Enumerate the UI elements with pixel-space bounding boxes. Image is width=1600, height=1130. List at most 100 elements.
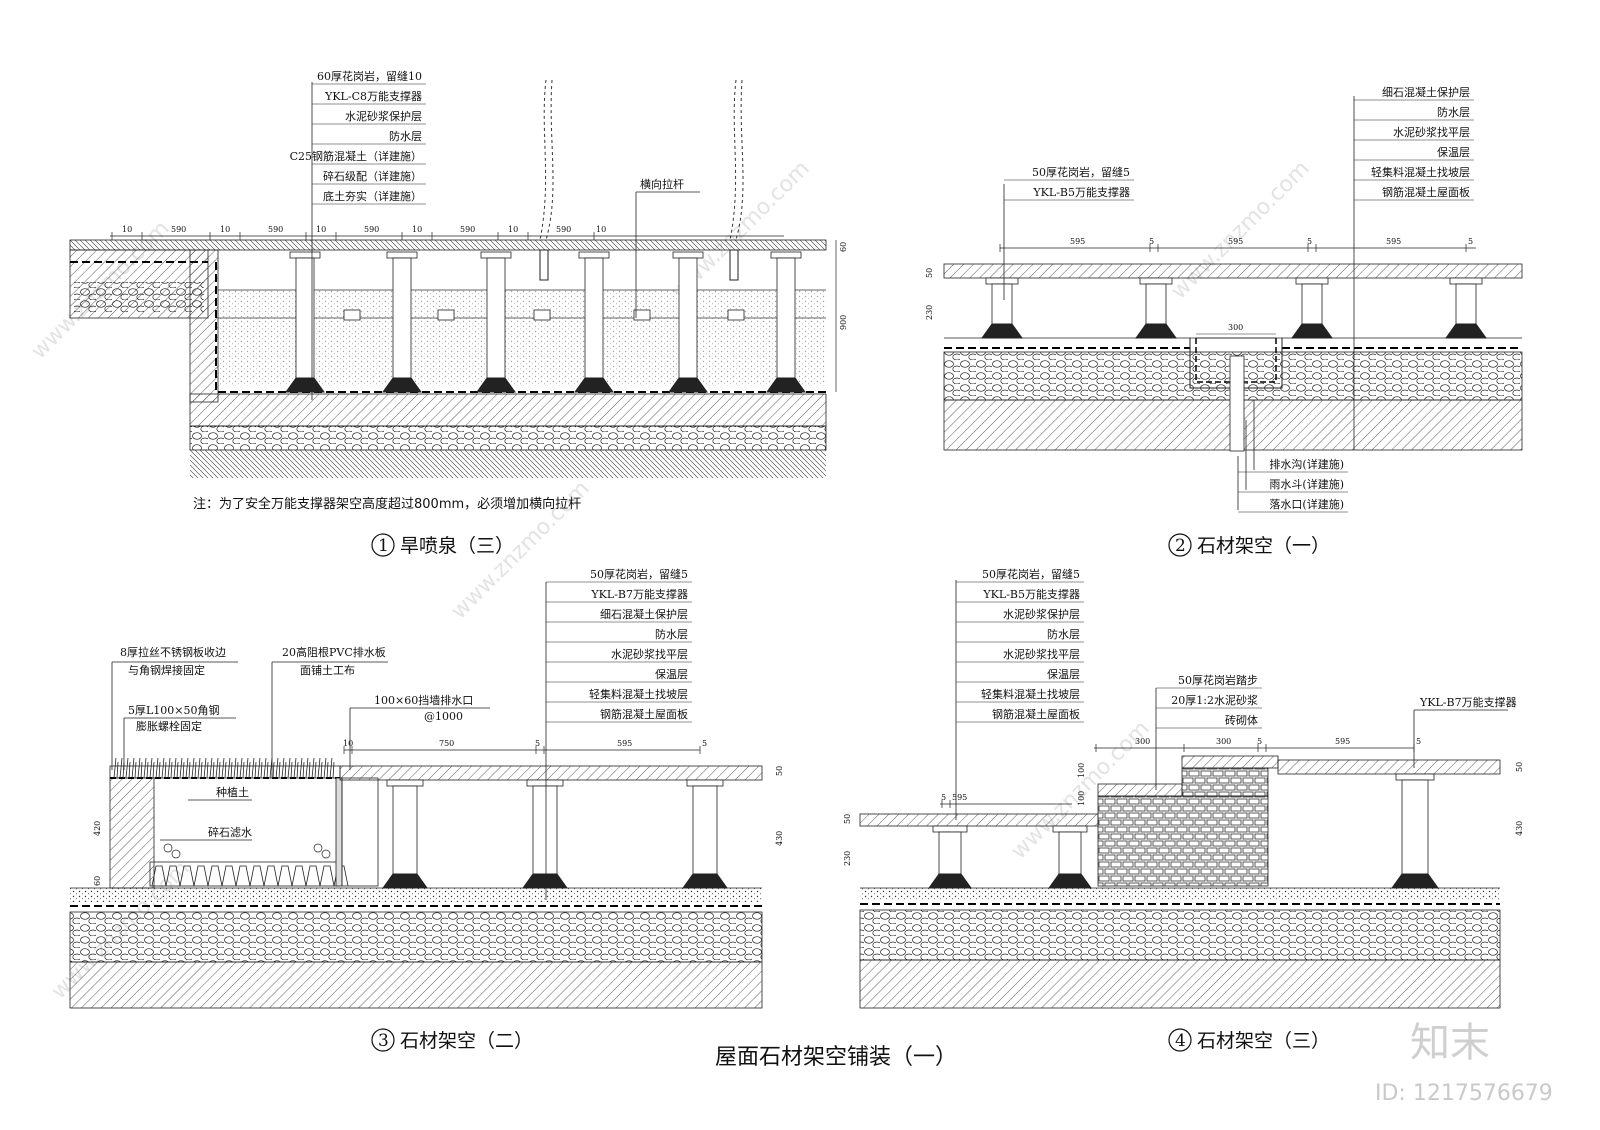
layer-label: 防水层: [1047, 627, 1080, 641]
detail-caption: 石材架空（二）: [400, 1030, 533, 1052]
dimension-label: 595: [952, 793, 967, 802]
layer-label: 排水沟(详建施): [1269, 457, 1344, 471]
rod-label: 横向拉杆: [640, 177, 684, 191]
pedestal-support: [682, 779, 728, 889]
dimension-label: 590: [460, 225, 475, 234]
layer-label: 钢筋混凝土屋面板: [600, 707, 688, 721]
layer-label: 水泥砂浆找平层: [611, 647, 688, 661]
pedestal-support: [1048, 825, 1092, 889]
layer-label: 水泥砂浆保护层: [345, 109, 422, 123]
dimension-label: 590: [171, 225, 186, 234]
height-dim: 230: [843, 851, 852, 866]
tie-rod-clamp: [727, 309, 745, 321]
height-dim: 100: [1077, 791, 1086, 806]
support-label: YKL-B7万能支撑器: [1419, 695, 1517, 709]
pedestal-support: [928, 825, 972, 889]
layer-label: 50厚花岗岩，留缝5: [1032, 165, 1130, 179]
detail-number: 1: [378, 536, 389, 556]
layer-label: 钢筋混凝土屋面板: [992, 707, 1080, 721]
dimension-label: 10: [508, 225, 518, 234]
layer-label: 细石混凝土保护层: [600, 607, 688, 621]
dimension-label: 10: [316, 225, 326, 234]
pedestal-support: [574, 251, 614, 393]
height-dim: 50: [843, 814, 852, 824]
pedestal-support: [1291, 277, 1333, 339]
dimension-label: 5: [702, 739, 707, 748]
pedestal-support: [1135, 277, 1177, 339]
brand-logo: 知末: [1410, 1020, 1490, 1066]
layer-label: 50厚花岗岩，留缝5: [982, 567, 1080, 581]
edge-label: 8厚拉丝不锈钢板收边: [120, 645, 226, 659]
pedestal-support: [668, 251, 708, 393]
dimension-label: 5: [941, 793, 946, 802]
detail-number-circle: [1168, 1028, 1192, 1052]
layer-label: 保温层: [1047, 667, 1080, 681]
height-dim: 60: [839, 242, 848, 252]
pedestal-support: [1445, 277, 1487, 339]
dimension-label: 595: [1070, 237, 1085, 246]
detail-1-note: 注：为了安全万能支撑器架空高度超过800mm，必须增加横向拉杆: [193, 496, 581, 512]
dimension-label: 10: [122, 225, 132, 234]
layer-label: 保温层: [1437, 145, 1470, 159]
layer-label: 保温层: [655, 667, 688, 681]
gravel-label: 碎石滤水: [208, 825, 252, 839]
height-dim: 230: [925, 305, 934, 320]
tie-rod-clamp: [533, 309, 551, 321]
detail-number-circle: [1168, 533, 1192, 557]
layer-label: 水泥砂浆找平层: [1393, 125, 1470, 139]
pedestal-support: [382, 251, 422, 393]
dimension-label: 590: [364, 225, 379, 234]
dimension-label: 10: [596, 225, 606, 234]
dimension-label: 300: [1216, 737, 1231, 746]
height-dim: 430: [1515, 821, 1524, 836]
detail-number: 2: [1175, 536, 1186, 556]
dimension-label: 5: [1307, 237, 1312, 246]
dimension-label: 10: [343, 739, 353, 748]
layer-label: 细石混凝土保护层: [1382, 85, 1470, 99]
outlet-label: 100×60挡墙排水口: [374, 693, 473, 707]
detail-caption: 石材架空（三）: [1197, 1030, 1330, 1052]
dimension-label: 5: [1416, 737, 1421, 746]
detail-number: 4: [1175, 1031, 1186, 1051]
layer-label: 轻集料混凝土找坡层: [589, 687, 688, 701]
dimension-label: 590: [556, 225, 571, 234]
layer-label: 50厚花岗岩踏步: [1178, 673, 1258, 687]
layer-label: YKL-B5万能支撑器: [982, 587, 1080, 601]
dimension-label: 10: [412, 225, 422, 234]
height-dim: 50: [775, 766, 784, 776]
pedestal-support: [285, 251, 325, 393]
height-dim: 430: [775, 831, 784, 846]
board-label: 面铺土工布: [300, 664, 355, 677]
layer-label: 水泥砂浆找平层: [1003, 647, 1080, 661]
angle-label: 5厚L100×50角钢: [128, 704, 220, 717]
layer-label: 碎石级配（详建施）: [323, 169, 422, 183]
pedestal-support: [981, 277, 1023, 339]
layer-label: 底土夯实（详建施）: [323, 189, 422, 203]
dimension-label: 750: [439, 739, 454, 748]
layer-label: YKL-B5万能支撑器: [1032, 185, 1130, 199]
layer-label: 50厚花岗岩，留缝5: [590, 567, 688, 581]
dimension-label: 300: [1135, 737, 1150, 746]
layer-label: 轻集料混凝土找坡层: [981, 687, 1080, 701]
pedestal-support: [766, 251, 806, 393]
tie-rod-clamp: [437, 309, 455, 321]
soil-label: 种植土: [216, 785, 249, 799]
layer-label: YKL-B7万能支撑器: [590, 587, 688, 601]
dimension-label: 5: [535, 739, 540, 748]
layer-label: 水泥砂浆保护层: [1003, 607, 1080, 621]
tie-rod-clamp: [633, 309, 651, 321]
layer-label: 钢筋混凝土屋面板: [1382, 185, 1470, 199]
height-dim: 60: [93, 876, 102, 886]
edge-label: 与角钢焊接固定: [128, 663, 205, 677]
detail-caption: 旱喷泉（三）: [400, 535, 514, 557]
outlet-label: @1000: [424, 710, 463, 723]
layer-label: 砖砌体: [1225, 713, 1258, 727]
layer-label: 60厚花岗岩，留缝10: [317, 69, 422, 83]
detail-number-circle: [371, 1028, 395, 1052]
height-dim: 50: [925, 268, 934, 278]
dimension-label: 5: [1149, 237, 1154, 246]
detail-caption: 石材架空（一）: [1197, 535, 1330, 557]
